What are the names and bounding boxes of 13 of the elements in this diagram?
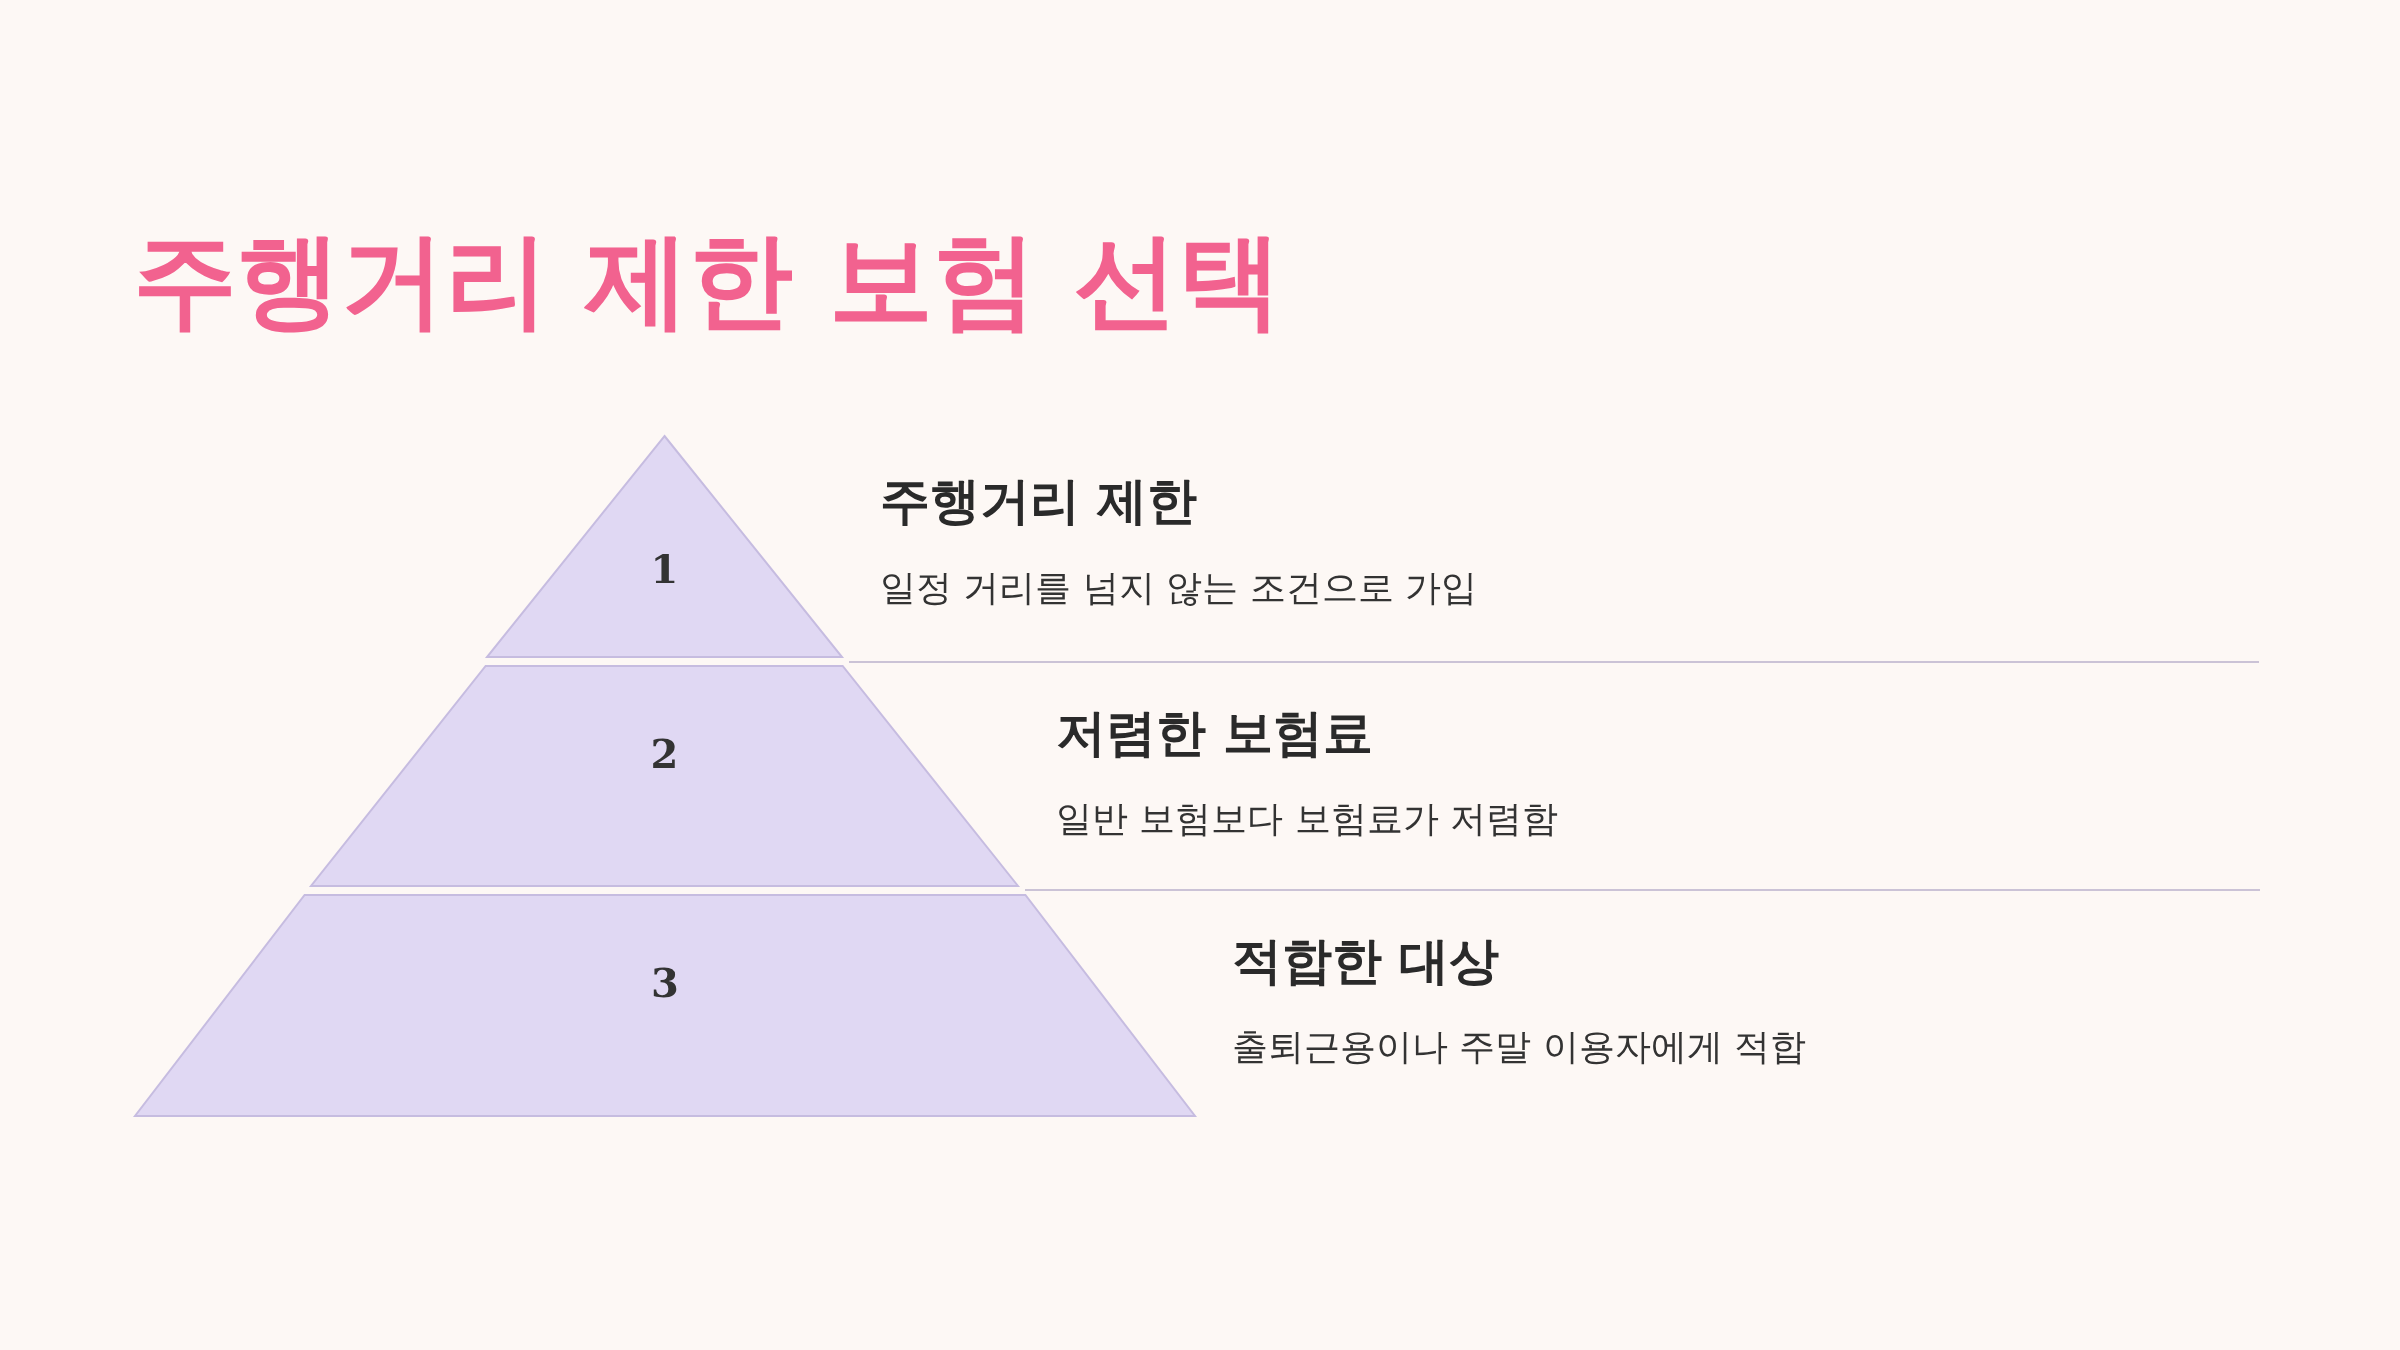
tier-heading: 주행거리 제한	[880, 471, 1198, 532]
tier-description: 출퇴근용이나 주말 이용자에게 적합	[1232, 1025, 1807, 1069]
tier-heading: 적합한 대상	[1232, 931, 1500, 992]
tier-heading: 저렴한 보험료	[1056, 703, 1374, 764]
tier-description: 일정 거리를 넘지 않는 조건으로 가입	[880, 566, 1478, 610]
tier-description: 일반 보험보다 보험료가 저렴함	[1056, 797, 1559, 841]
tier-number: 3	[650, 959, 680, 1007]
slide-title: 주행거리 제한 보험 선택	[133, 218, 1282, 343]
tier-number: 2	[649, 730, 680, 777]
tier-number: 1	[649, 544, 680, 592]
pyramid-tier	[135, 895, 1195, 1116]
pyramid-tier	[311, 666, 1018, 886]
pyramid-tier	[487, 436, 842, 657]
